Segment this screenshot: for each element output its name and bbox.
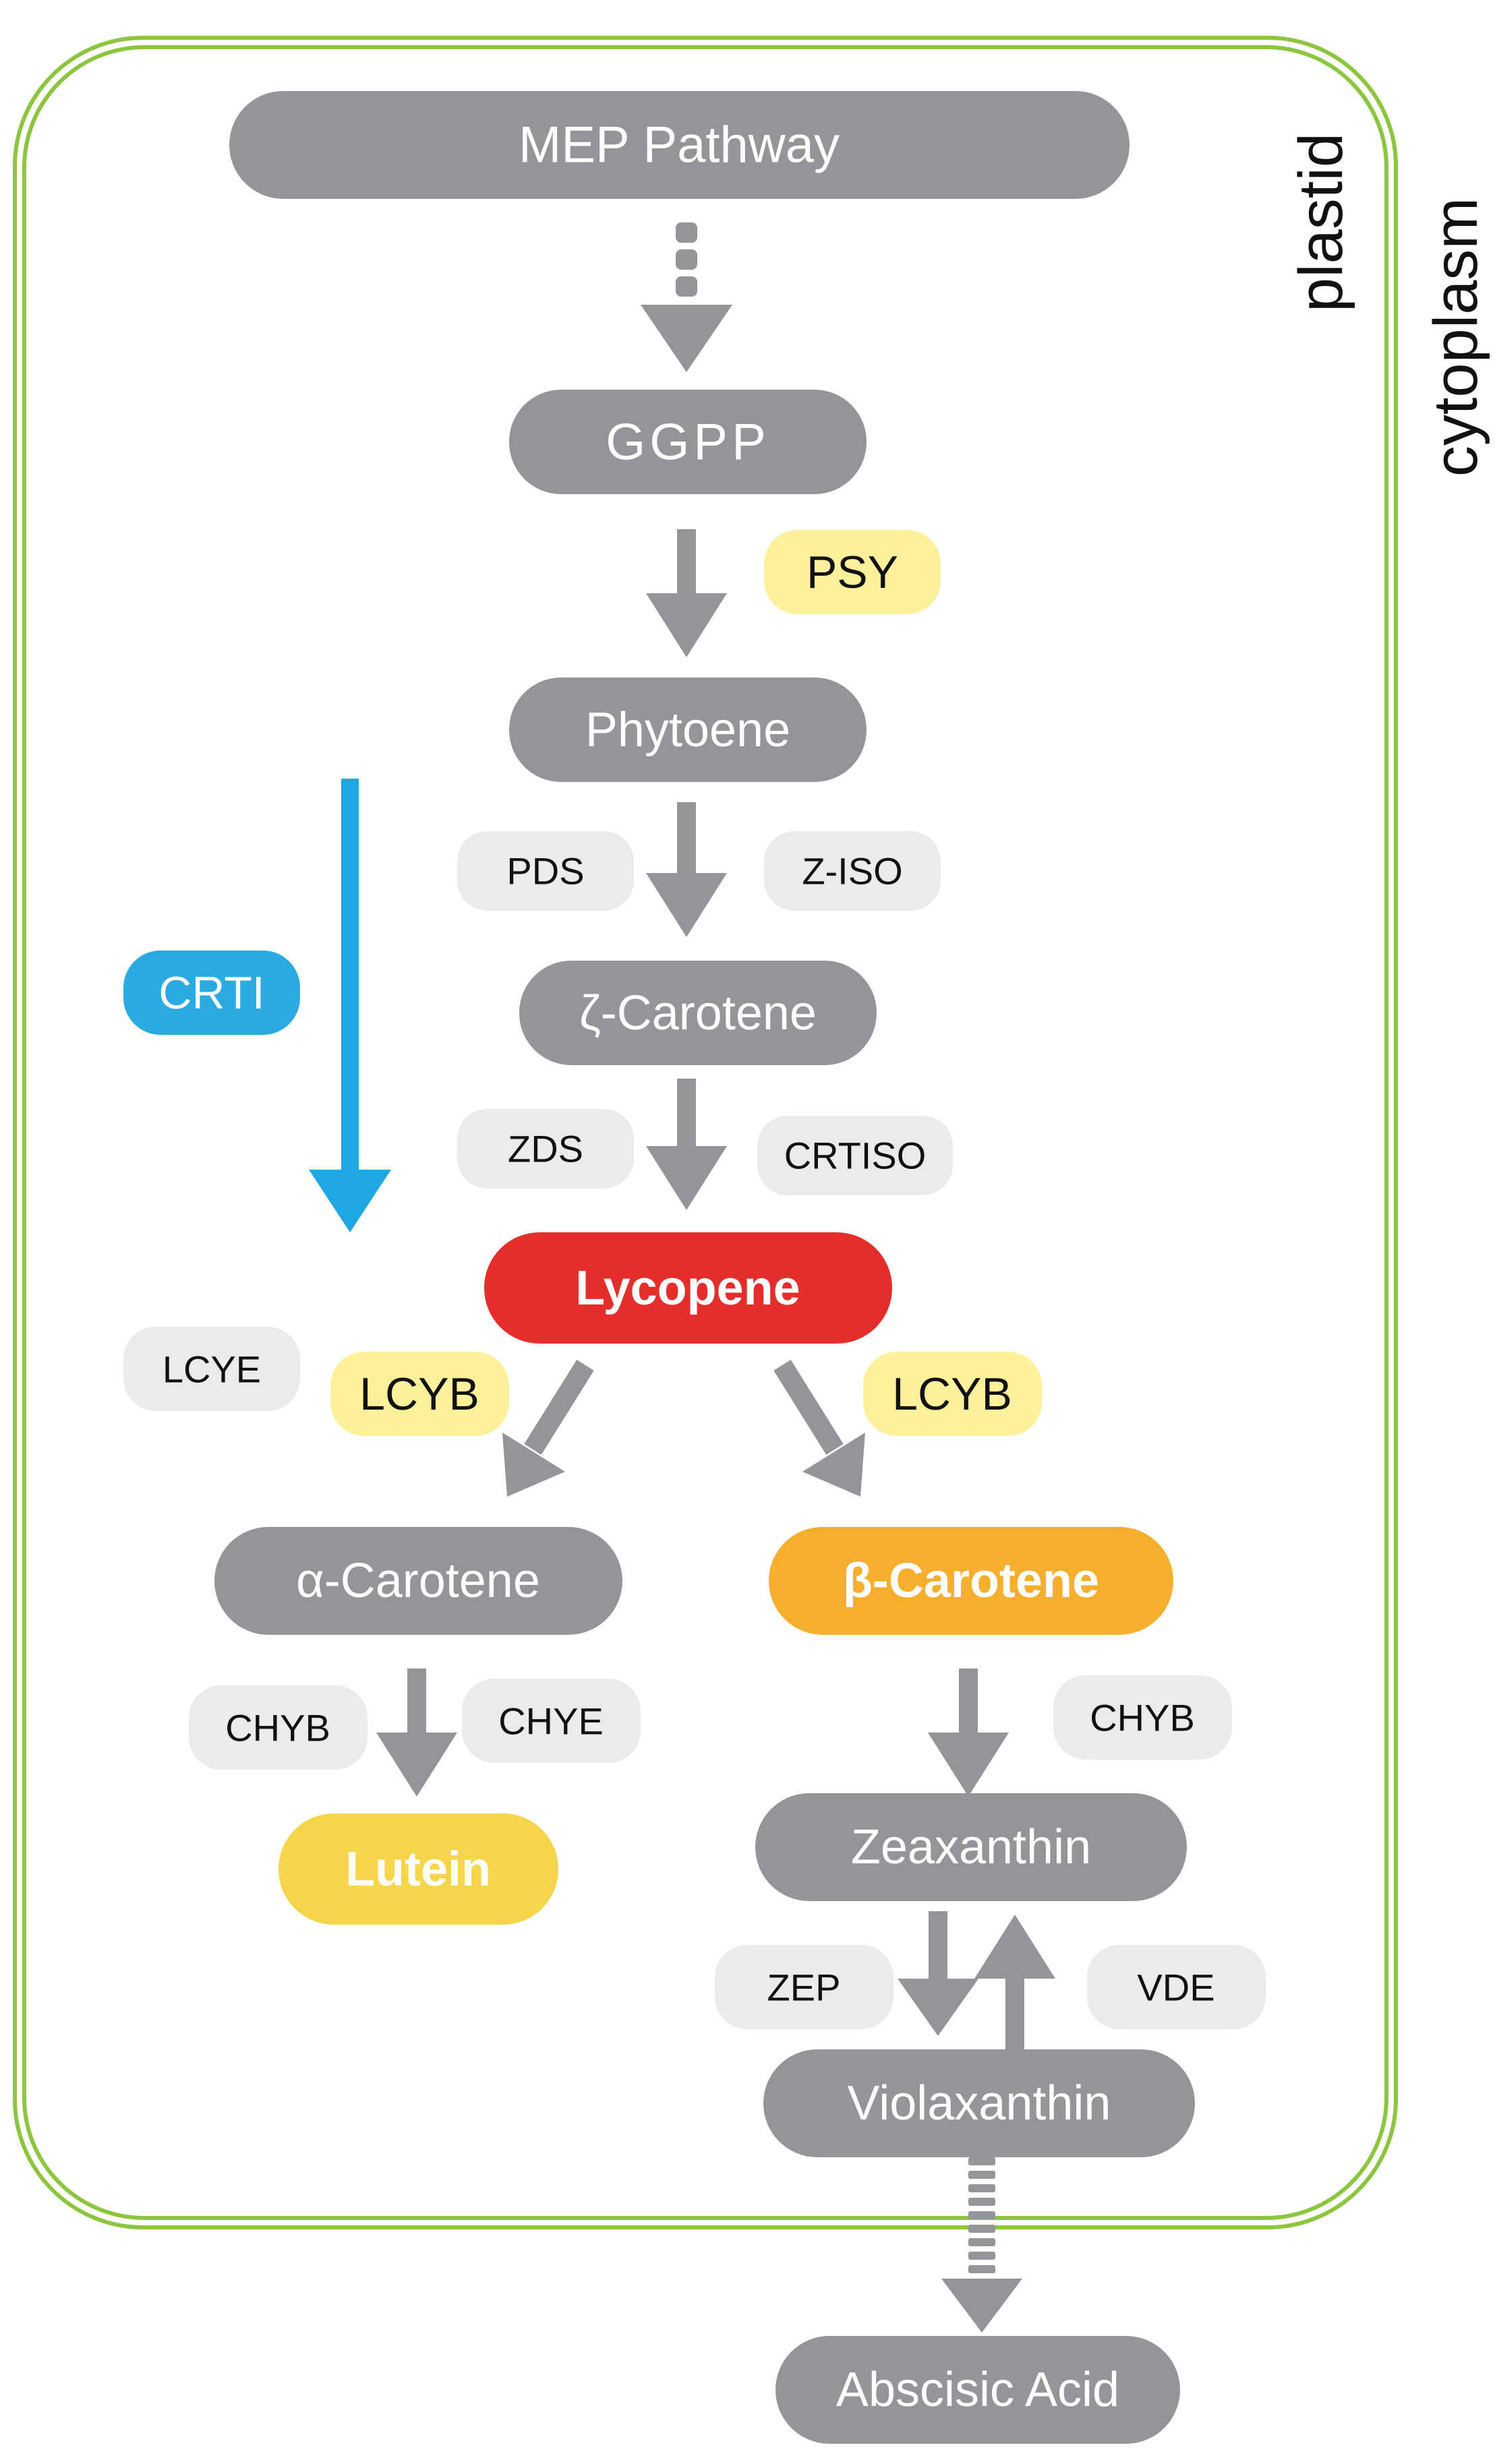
node-abscisic-acid-label: Abscisic Acid	[836, 2363, 1119, 2417]
enzyme-zep-label: ZEP	[767, 1966, 841, 2009]
enzyme-zds-label: ZDS	[508, 1128, 583, 1170]
node-zeta-carotene: ζ-Carotene	[519, 961, 877, 1065]
arrow-mep-to-ggpp	[641, 222, 732, 372]
node-mep-pathway: MEP Pathway	[229, 91, 1130, 199]
enzyme-lcyb-left: LCYB	[330, 1352, 509, 1436]
node-mep-pathway-label: MEP Pathway	[519, 117, 840, 174]
enzyme-lcye: LCYE	[123, 1327, 300, 1411]
node-ggpp: GGPP	[509, 390, 867, 494]
enzyme-chyb-right-label: CHYB	[1090, 1697, 1195, 1739]
enzyme-chyb-right: CHYB	[1053, 1675, 1232, 1760]
enzyme-chyb-left: CHYB	[189, 1685, 368, 1770]
enzyme-pds: PDS	[457, 831, 634, 911]
enzyme-zep: ZEP	[715, 1945, 893, 2029]
cytoplasm-label: cytoplasm	[1421, 198, 1490, 477]
node-lycopene: Lycopene	[484, 1232, 892, 1344]
arrow-lycopene-to-beta-carotene	[773, 1360, 865, 1497]
enzyme-chye-label: CHYE	[498, 1700, 604, 1743]
plastid-membrane	[13, 36, 1398, 2229]
arrow-zeaxanthin-to-violaxanthin	[898, 1911, 978, 2036]
node-violaxanthin-label: Violaxanthin	[848, 2076, 1111, 2130]
enzyme-lcyb-left-label: LCYB	[359, 1369, 479, 1420]
enzyme-vde-label: VDE	[1137, 1966, 1214, 2009]
enzyme-lcyb-right: LCYB	[863, 1352, 1042, 1436]
enzyme-lcye-label: LCYE	[163, 1348, 261, 1391]
enzyme-chyb-left-label: CHYB	[225, 1707, 330, 1749]
enzyme-vde: VDE	[1087, 1945, 1266, 2029]
enzyme-crti: CRTI	[123, 951, 300, 1035]
node-alpha-carotene: α-Carotene	[214, 1527, 622, 1635]
enzyme-pds-label: PDS	[506, 850, 584, 893]
arrow-zeta-carotene-to-lycopene	[646, 1079, 727, 1210]
node-lutein: Lutein	[279, 1813, 558, 1925]
enzyme-psy: PSY	[764, 530, 941, 614]
node-violaxanthin: Violaxanthin	[763, 2049, 1195, 2157]
node-zeaxanthin-label: Zeaxanthin	[851, 1820, 1091, 1874]
arrow-lycopene-to-alpha-carotene	[502, 1360, 594, 1497]
arrow-ggpp-to-phytoene	[646, 529, 727, 657]
node-beta-carotene-label: β-Carotene	[843, 1554, 1099, 1608]
arrow-violaxanthin-to-abscisic-acid	[941, 2157, 1022, 2333]
node-phytoene: Phytoene	[509, 678, 867, 782]
arrow-crti-phytoene-to-lycopene	[309, 779, 391, 1232]
plastid-label: plastid	[1287, 133, 1355, 312]
arrow-alpha-carotene-to-lutein	[376, 1669, 457, 1797]
enzyme-z-iso-label: Z-ISO	[802, 850, 902, 893]
enzyme-crtiso-label: CRTISO	[784, 1135, 927, 1177]
enzyme-lcyb-right-label: LCYB	[892, 1369, 1012, 1420]
enzyme-crtiso: CRTISO	[757, 1116, 953, 1195]
arrow-violaxanthin-to-zeaxanthin	[974, 1915, 1055, 2053]
node-phytoene-label: Phytoene	[585, 703, 790, 757]
enzyme-psy-label: PSY	[807, 547, 898, 598]
node-lycopene-label: Lycopene	[575, 1261, 800, 1315]
node-ggpp-label: GGPP	[606, 414, 770, 471]
node-lutein-label: Lutein	[345, 1842, 491, 1896]
enzyme-zds: ZDS	[457, 1109, 634, 1189]
enzyme-crti-label: CRTI	[158, 967, 264, 1019]
node-zeta-carotene-label: ζ-Carotene	[579, 986, 817, 1040]
node-alpha-carotene-label: α-Carotene	[296, 1554, 540, 1608]
enzyme-z-iso: Z-ISO	[764, 831, 941, 911]
arrow-phytoene-to-zeta-carotene	[646, 802, 727, 937]
node-beta-carotene: β-Carotene	[769, 1527, 1173, 1635]
enzyme-chye: CHYE	[462, 1679, 641, 1763]
node-abscisic-acid: Abscisic Acid	[775, 2336, 1180, 2444]
node-zeaxanthin: Zeaxanthin	[755, 1793, 1187, 1901]
arrow-beta-carotene-to-zeaxanthin	[928, 1669, 1009, 1797]
